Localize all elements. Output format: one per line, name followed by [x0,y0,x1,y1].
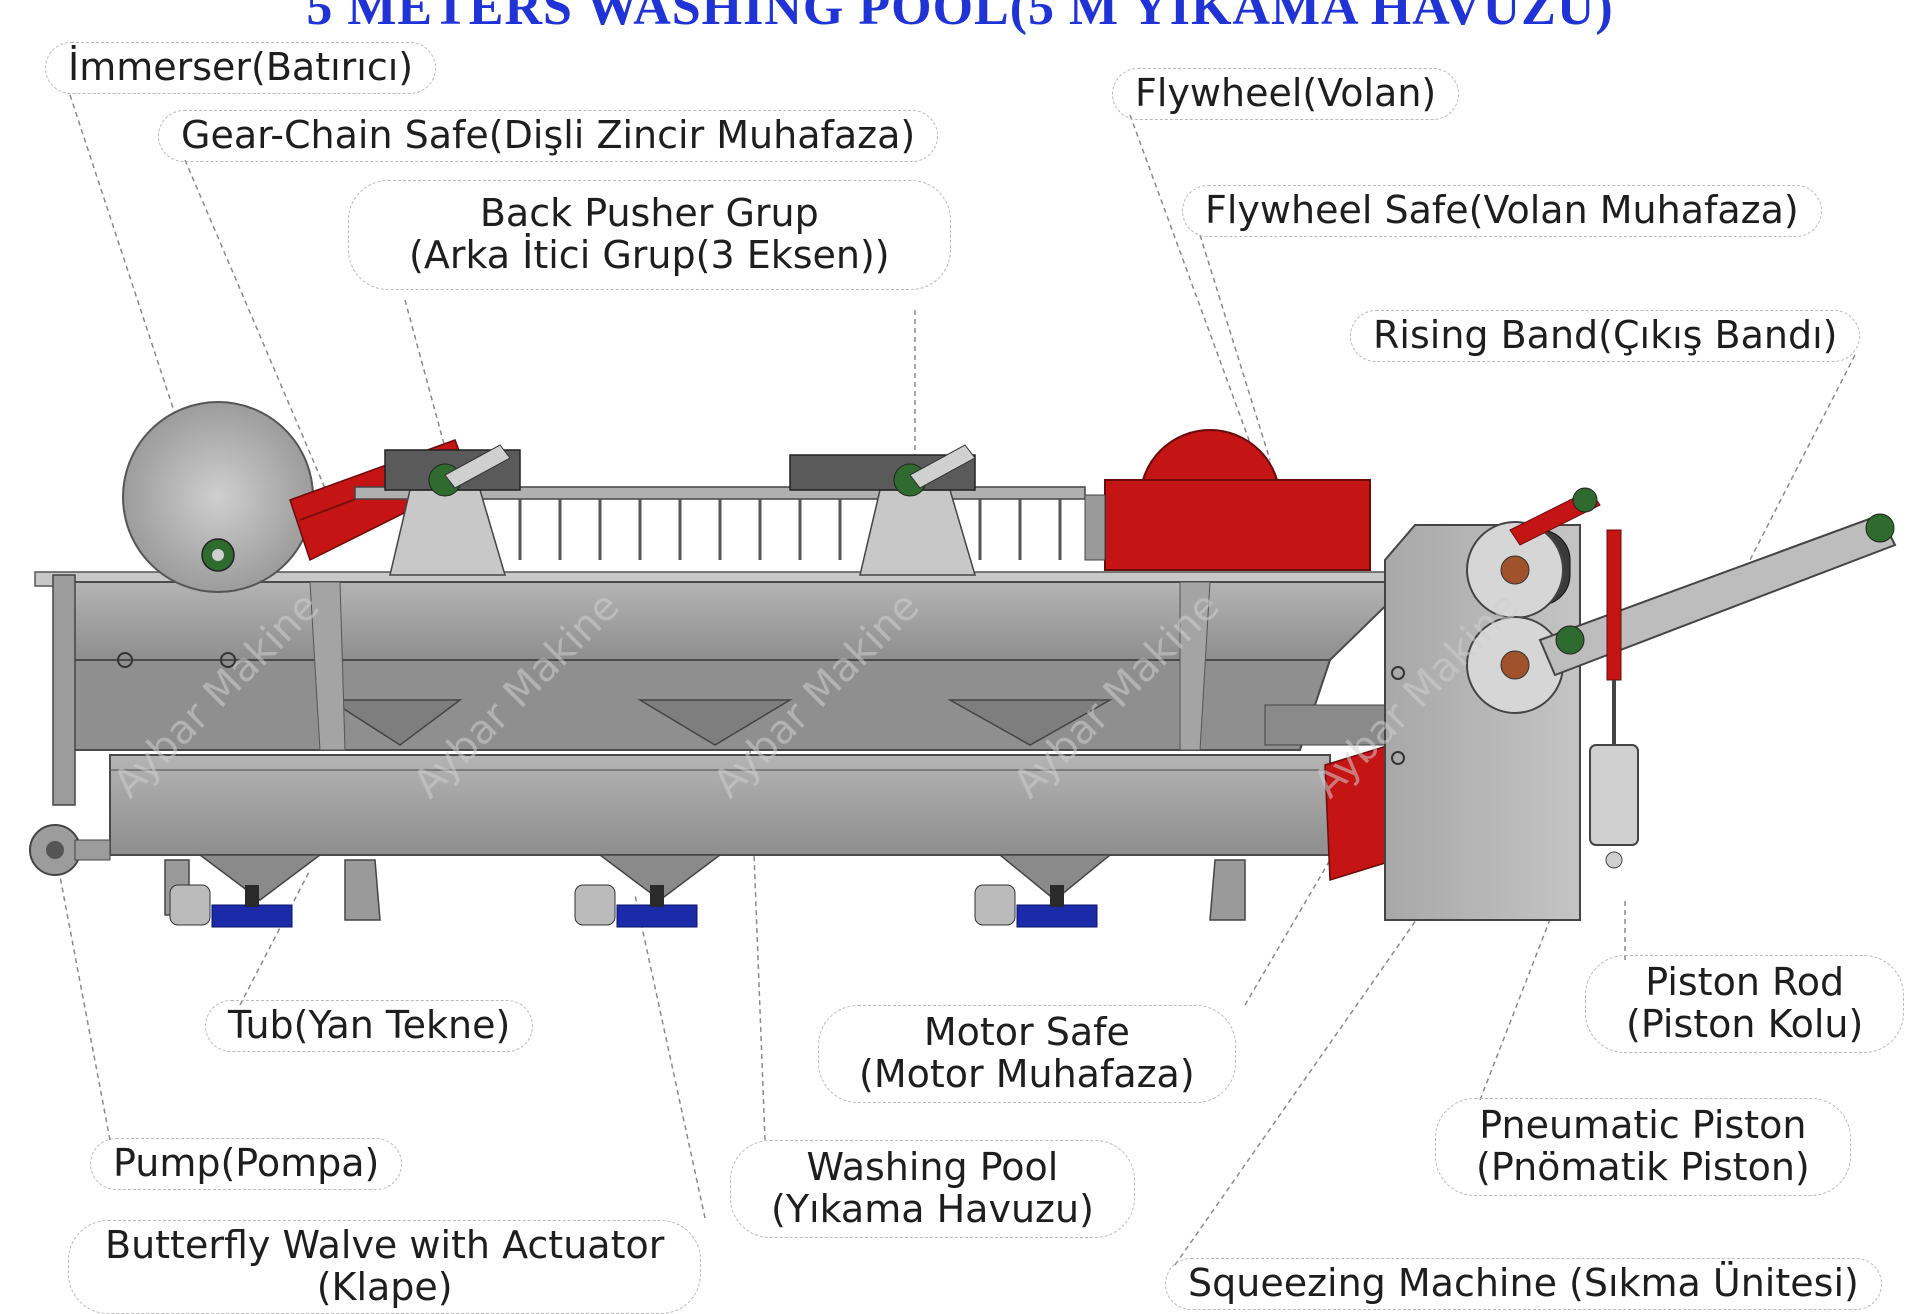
rising-band [1509,487,1897,677]
label-gear-chain-safe: Gear-Chain Safe(Dişli Zincir Muhafaza) [158,110,939,162]
label-washing-pool: Washing Pool (Yıkama Havuzu) [730,1140,1135,1238]
label-motor-safe: Motor Safe (Motor Muhafaza) [818,1005,1236,1103]
butterfly-valves [169,884,1098,928]
diagram-title: 5 METERS WASHING POOL(5 M YIKAMA HAVUZU) [306,0,1614,36]
label-pneumatic-piston: Pneumatic Piston (Pnömatik Piston) [1435,1098,1851,1196]
label-pump: Pump(Pompa) [90,1138,403,1190]
label-immerser: İmmerser(Batırıcı) [45,42,437,94]
piston-assembly [1589,529,1639,869]
label-squeezing-machine: Squeezing Machine (Sıkma Ünitesi) [1165,1258,1882,1310]
squeezing-machine [1384,521,1581,921]
label-tub: Tub(Yan Tekne) [205,1000,534,1052]
motor-safe [1264,704,1396,882]
pump [29,574,111,876]
washing-pool-body [34,571,1413,921]
label-piston-rod: Piston Rod (Piston Kolu) [1585,955,1905,1053]
label-rising-band: Rising Band(Çıkış Bandı) [1350,310,1861,362]
label-back-pusher: Back Pusher Grup (Arka İtici Grup(3 Ekse… [348,180,951,290]
back-pusher-frame [354,444,1086,576]
flywheel-assembly [1084,429,1371,571]
label-flywheel: Flywheel(Volan) [1112,68,1460,120]
immerser-drum [122,401,314,593]
label-flywheel-safe: Flywheel Safe(Volan Muhafaza) [1182,185,1822,237]
